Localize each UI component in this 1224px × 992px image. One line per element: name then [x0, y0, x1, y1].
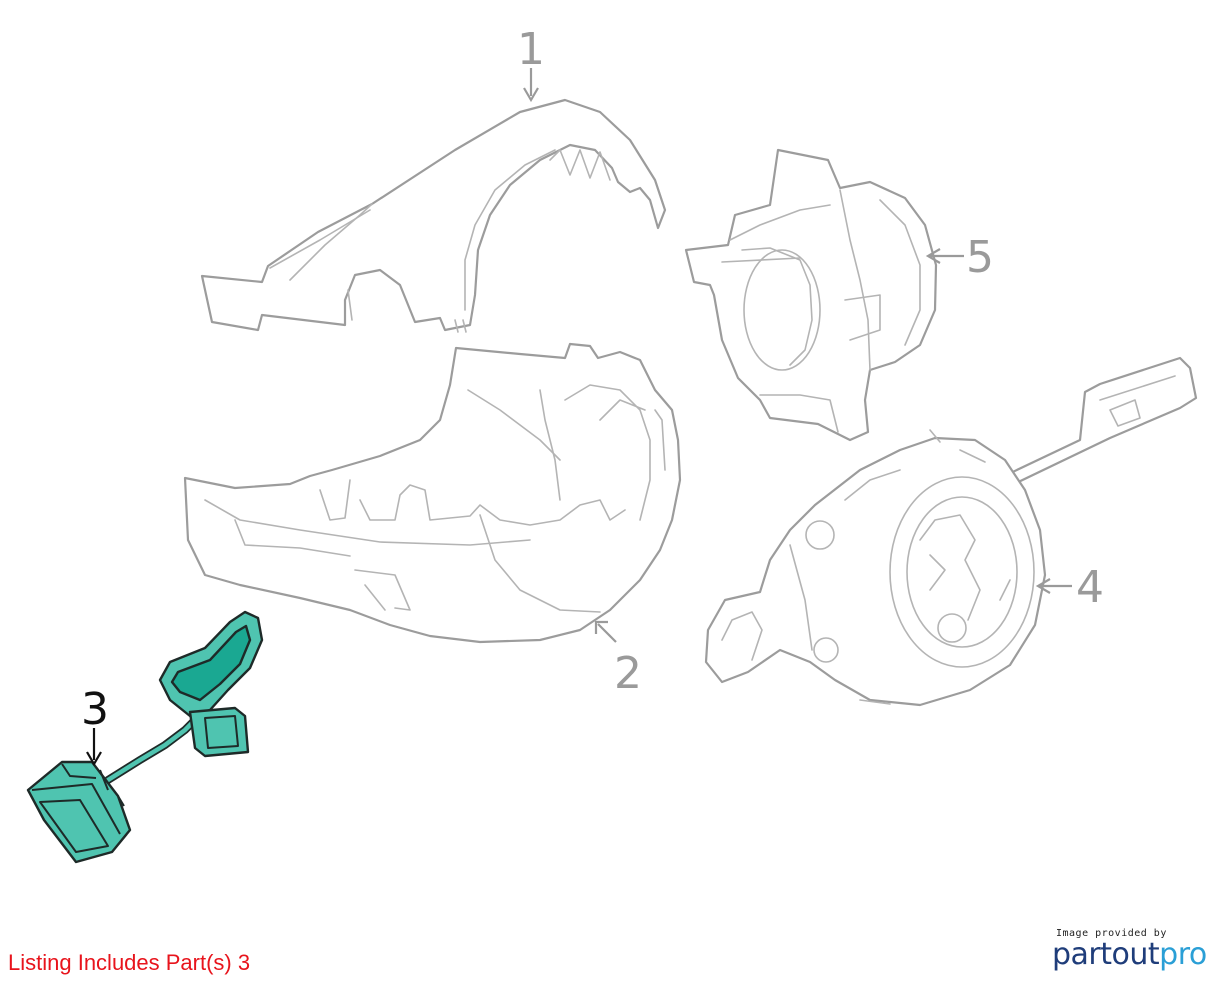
callout-3-arrowhead	[86, 751, 102, 767]
listing-includes-text: Listing Includes Part(s) 3	[8, 950, 251, 975]
part-4-combination-switch	[704, 356, 1198, 707]
callout-4-arrowhead	[1035, 578, 1051, 594]
brand-logo-part1: partout	[1052, 937, 1160, 972]
callout-2-leader	[597, 623, 617, 643]
part-3-wiring-harness	[26, 610, 264, 864]
callout-5-arrowhead	[925, 248, 941, 264]
part-5-column-bracket	[684, 148, 938, 442]
callout-4-label: 4	[1076, 562, 1104, 613]
brand-credit: Image provided by partoutpro	[1052, 928, 1212, 971]
callout-5-label: 5	[966, 232, 994, 283]
brand-logo: partoutpro	[1052, 939, 1212, 971]
callout-2-label: 2	[614, 648, 642, 699]
callout-2-arrowhead	[594, 620, 608, 634]
part-1-upper-column-cover	[200, 98, 667, 333]
callout-1-label: 1	[517, 24, 545, 75]
callout-3-label: 3	[81, 684, 109, 735]
brand-logo-part2: pro	[1159, 937, 1207, 972]
callout-arrows	[86, 68, 1072, 767]
brand-caption: Image provided by	[1056, 928, 1167, 939]
callout-1-arrowhead	[523, 87, 539, 103]
part-2-lower-column-cover	[183, 342, 682, 644]
